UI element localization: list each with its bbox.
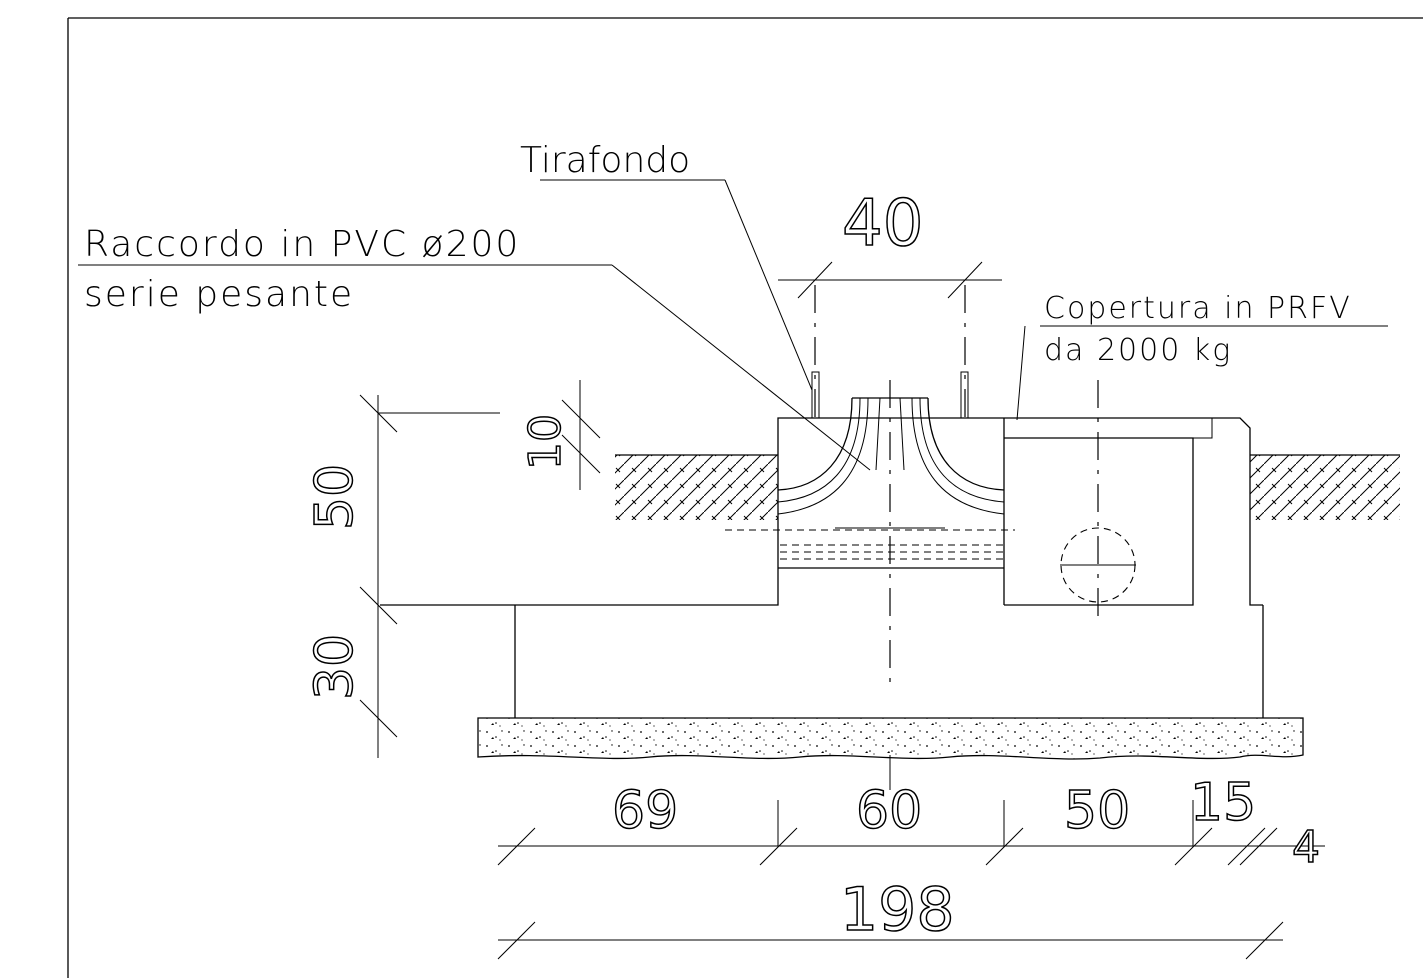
dim-seg5: 4 bbox=[1292, 822, 1320, 873]
soil-left bbox=[615, 454, 778, 520]
label-da-2000: da 2000 kg bbox=[1044, 333, 1232, 368]
label-raccordo: Raccordo in PVC ø200 bbox=[84, 224, 520, 265]
concrete-slab bbox=[477, 717, 1304, 790]
dim-lower-height: 30 bbox=[305, 634, 365, 700]
dim-seg4: 15 bbox=[1190, 773, 1256, 833]
dim-cover-thickness: 10 bbox=[520, 414, 571, 470]
soil-right bbox=[1250, 454, 1400, 520]
dim-seg1: 69 bbox=[612, 781, 678, 841]
dim-lines bbox=[359, 261, 1325, 960]
dim-top-width: 40 bbox=[842, 187, 923, 261]
cover-slab bbox=[1003, 417, 1213, 439]
leaders bbox=[78, 179, 1388, 471]
dim-seg3: 50 bbox=[1064, 781, 1130, 841]
label-copertura: Copertura in PRFV bbox=[1044, 291, 1352, 326]
pipe-section bbox=[1060, 527, 1136, 603]
dim-seg2: 60 bbox=[856, 781, 922, 841]
label-tirafondo: Tirafondo bbox=[520, 140, 690, 181]
anchor-bolts bbox=[811, 371, 969, 419]
base-block bbox=[380, 417, 1264, 718]
dim-upper-height: 50 bbox=[305, 464, 365, 530]
label-serie: serie pesante bbox=[84, 274, 354, 315]
centre-lines bbox=[814, 285, 1099, 690]
frame bbox=[67, 17, 1423, 978]
dim-total: 198 bbox=[840, 875, 955, 945]
pvc-fitting bbox=[725, 397, 1015, 560]
